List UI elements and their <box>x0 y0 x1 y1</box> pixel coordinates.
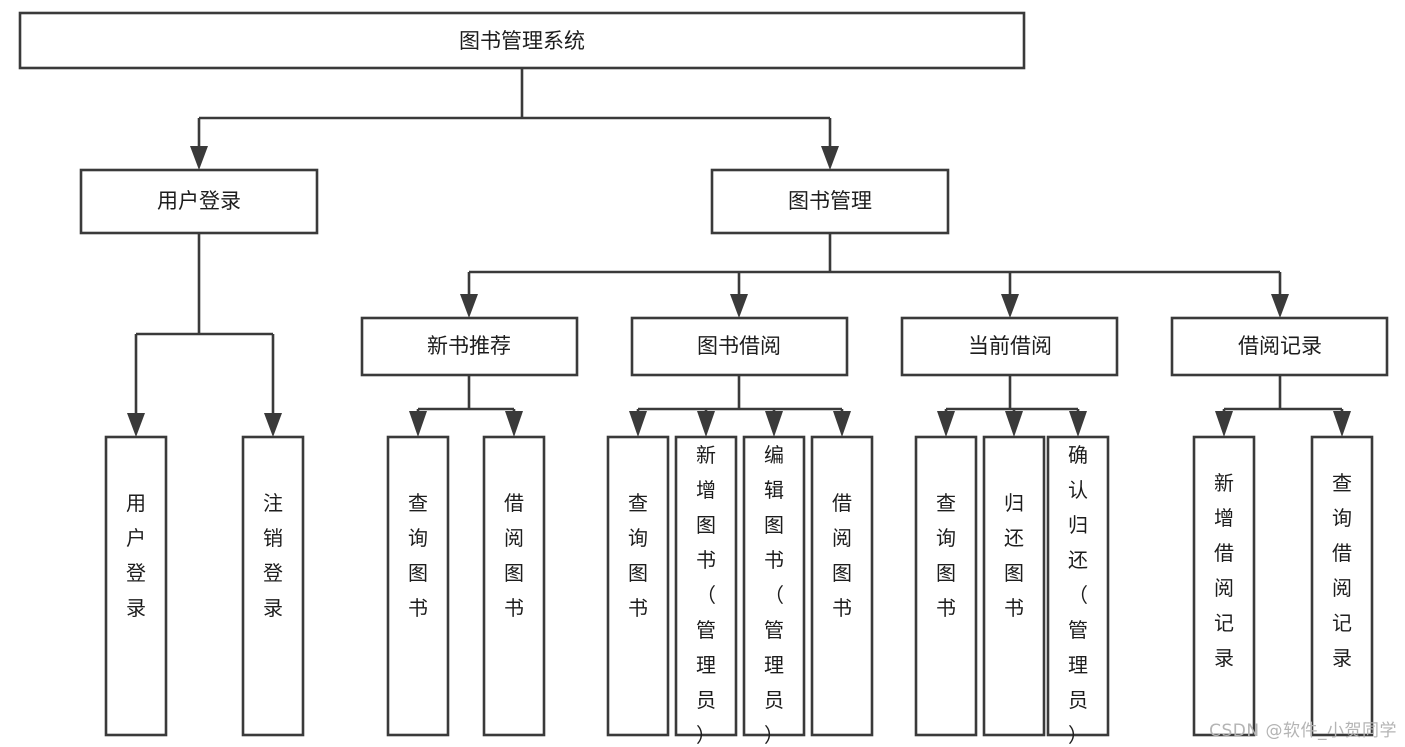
node-root-label: 图书管理系统 <box>459 29 585 53</box>
node-new-book-rec-box[interactable] <box>360 316 579 377</box>
node-current-borrow-label: 当前借阅 <box>968 334 1052 358</box>
arrow-head-leaf-query-book-3 <box>937 411 955 437</box>
node-leaf-add-book-box[interactable] <box>674 435 738 737</box>
node-leaf-add-record[interactable]: 新增借阅记录 <box>1192 435 1256 737</box>
node-leaf-query-record[interactable]: 查询借阅记录 <box>1310 435 1374 737</box>
node-leaf-add-record-box[interactable] <box>1192 435 1256 737</box>
arrow-head-leaf-user-login <box>127 413 145 437</box>
node-leaf-return-book-box[interactable] <box>982 435 1046 737</box>
node-leaf-return-book[interactable]: 归还图书 <box>982 435 1046 737</box>
arrow-head-leaf-add-record <box>1215 411 1233 437</box>
node-leaf-confirm-return-label: 确认归还（管理员） <box>1068 443 1088 747</box>
arrow-head-new-book-rec <box>460 294 478 318</box>
arrow-head-leaf-query-book-1 <box>409 411 427 437</box>
node-leaf-confirm-return[interactable]: 确认归还（管理员） <box>1046 435 1110 747</box>
node-leaf-query-book-2[interactable]: 查询图书 <box>606 435 670 737</box>
node-leaf-query-book-3-label: 查询图书 <box>936 491 956 620</box>
node-user-login-box[interactable] <box>79 168 319 235</box>
node-leaf-user-login-box[interactable] <box>104 435 168 737</box>
node-user-login[interactable]: 用户登录 <box>79 168 319 235</box>
node-leaf-edit-book-box[interactable] <box>742 435 806 737</box>
node-borrow-record-label: 借阅记录 <box>1238 334 1322 358</box>
node-current-borrow[interactable]: 当前借阅 <box>900 316 1119 377</box>
node-leaf-query-book-3-box[interactable] <box>914 435 978 737</box>
arrow-head-leaf-borrow-book-1 <box>505 411 523 437</box>
node-leaf-confirm-return-box[interactable] <box>1046 435 1110 737</box>
connector-layer <box>127 68 1351 437</box>
node-leaf-logout-login-label: 注销登录 <box>263 491 283 620</box>
node-leaf-add-book[interactable]: 新增图书（管理员） <box>674 435 738 747</box>
node-leaf-borrow-book-1-box[interactable] <box>482 435 546 737</box>
arrow-head-leaf-confirm-return <box>1069 411 1087 437</box>
node-book-borrow[interactable]: 图书借阅 <box>630 316 849 377</box>
node-book-manage-label: 图书管理 <box>788 189 872 213</box>
arrow-head-borrow-record <box>1271 294 1289 318</box>
node-book-manage-box[interactable] <box>710 168 950 235</box>
arrow-head-leaf-query-book-2 <box>629 411 647 437</box>
node-leaf-edit-book-label: 编辑图书（管理员） <box>764 443 784 747</box>
node-leaf-edit-book[interactable]: 编辑图书（管理员） <box>742 435 806 747</box>
node-leaf-user-login-label: 用户登录 <box>126 491 146 620</box>
arrow-head-leaf-edit-book <box>765 411 783 437</box>
node-current-borrow-box[interactable] <box>900 316 1119 377</box>
node-leaf-borrow-book-2[interactable]: 借阅图书 <box>810 435 874 737</box>
node-book-borrow-box[interactable] <box>630 316 849 377</box>
arrow-head-leaf-query-record <box>1333 411 1351 437</box>
node-new-book-rec[interactable]: 新书推荐 <box>360 316 579 377</box>
node-leaf-logout-login-box[interactable] <box>241 435 305 737</box>
node-user-login-label: 用户登录 <box>157 189 241 213</box>
node-root-box[interactable] <box>18 11 1026 70</box>
node-leaf-borrow-book-1[interactable]: 借阅图书 <box>482 435 546 737</box>
node-leaf-query-book-3[interactable]: 查询图书 <box>914 435 978 737</box>
node-leaf-user-login[interactable]: 用户登录 <box>104 435 168 737</box>
node-leaf-return-book-label: 归还图书 <box>1004 491 1024 620</box>
node-leaf-logout-login[interactable]: 注销登录 <box>241 435 305 737</box>
node-book-manage[interactable]: 图书管理 <box>710 168 950 235</box>
node-leaf-query-book-1-label: 查询图书 <box>408 491 428 620</box>
node-leaf-query-record-label: 查询借阅记录 <box>1332 471 1352 670</box>
arrow-head-leaf-borrow-book-2 <box>833 411 851 437</box>
node-leaf-query-record-box[interactable] <box>1310 435 1374 737</box>
arrow-head-leaf-add-book <box>697 411 715 437</box>
arrow-head-user-login <box>190 146 208 170</box>
node-new-book-rec-label: 新书推荐 <box>427 334 511 358</box>
node-leaf-add-record-label: 新增借阅记录 <box>1214 471 1234 670</box>
arrow-head-leaf-return-book <box>1005 411 1023 437</box>
node-borrow-record[interactable]: 借阅记录 <box>1170 316 1389 377</box>
arrow-head-current-borrow <box>1001 294 1019 318</box>
node-leaf-borrow-book-2-label: 借阅图书 <box>832 491 852 620</box>
node-borrow-record-box[interactable] <box>1170 316 1389 377</box>
node-root[interactable]: 图书管理系统 <box>18 11 1026 70</box>
arrow-head-leaf-logout-login <box>264 413 282 437</box>
node-book-borrow-label: 图书借阅 <box>697 334 781 358</box>
node-leaf-query-book-1[interactable]: 查询图书 <box>386 435 450 737</box>
node-leaf-query-book-1-box[interactable] <box>386 435 450 737</box>
node-leaf-query-book-2-label: 查询图书 <box>628 491 648 620</box>
node-leaf-borrow-book-1-label: 借阅图书 <box>504 491 524 620</box>
node-leaf-borrow-book-2-box[interactable] <box>810 435 874 737</box>
node-leaf-query-book-2-box[interactable] <box>606 435 670 737</box>
arrow-head-book-borrow <box>730 294 748 318</box>
arrow-head-book-manage <box>821 146 839 170</box>
node-leaf-add-book-label: 新增图书（管理员） <box>696 443 716 747</box>
